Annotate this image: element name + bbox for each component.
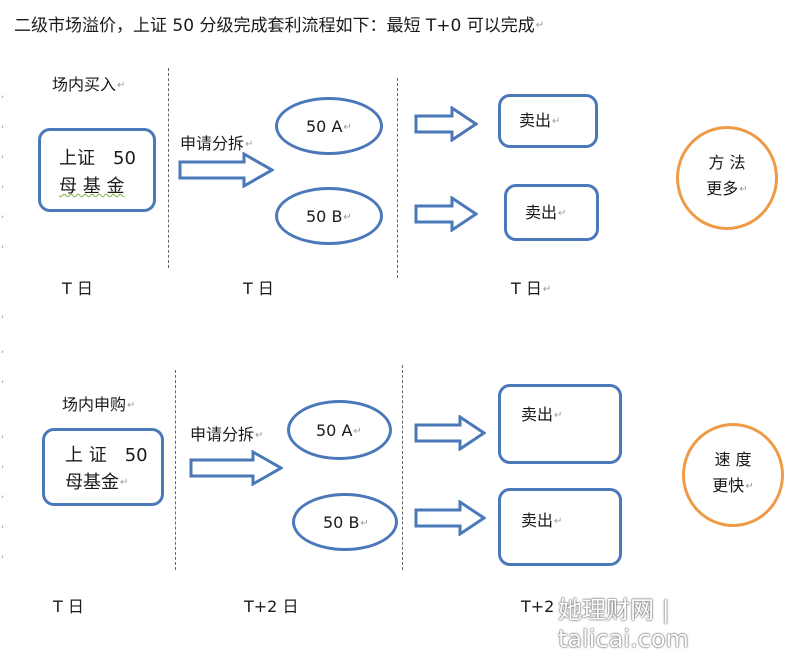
row2-day-label-3: T+2 [521, 597, 555, 616]
row2-divider-1 [175, 370, 176, 570]
margin-mark: , [1, 239, 5, 250]
row2-share-b-label: 50 B [323, 513, 360, 532]
row1-fund-line2: 母 基 金 [59, 176, 125, 197]
row2-fund-line1: 上 证 50 [65, 445, 148, 466]
paragraph-mark-icon: ↵ [535, 20, 545, 31]
row2-day-label-1: T 日 [53, 597, 84, 616]
row1-sell-a-label: 卖出 [519, 111, 552, 130]
row2-sell-a-label: 卖出 [521, 405, 554, 424]
row2-divider-2 [402, 365, 403, 570]
row1-day-label-2: T 日 [243, 279, 274, 298]
paragraph-mark-icon: ↵ [127, 399, 136, 411]
row2-fund-box: 上 证 50 母基金↵ [42, 428, 164, 506]
row1-sell-b-arrow [414, 196, 478, 232]
row2-note-line1: 速 度 [714, 450, 752, 469]
paragraph-mark-icon: ↵ [542, 283, 552, 295]
row1-sell-a-box: 卖出↵ [498, 94, 598, 148]
paragraph-mark-icon: ↵ [343, 121, 352, 133]
row1-sell-b-box: 卖出↵ [504, 184, 599, 241]
paragraph-mark-icon: ↵ [245, 138, 254, 150]
row2-day-label-2: T+2 日 [244, 597, 299, 616]
paragraph-mark-icon: ↵ [745, 480, 754, 492]
paragraph-mark-icon: ↵ [554, 409, 563, 421]
margin-mark: , [1, 459, 5, 470]
margin-mark: , [1, 89, 5, 100]
margin-mark: , [1, 309, 5, 320]
row1-day-label-3: T 日↵ [511, 279, 552, 298]
row2-split-label: 申请分拆↵ [190, 425, 264, 444]
row2-share-a-label: 50 A [316, 421, 353, 440]
row1-divider-1 [168, 68, 169, 268]
row1-sell-b-label: 卖出 [525, 203, 558, 222]
row2-sell-a-arrow [414, 415, 486, 451]
row2-note-circle: 速 度 更快↵ [682, 423, 784, 527]
row2-share-b-oval: 50 B↵ [292, 493, 398, 551]
paragraph-mark-icon: ↵ [552, 115, 561, 127]
row2-share-a-oval: 50 A↵ [287, 400, 392, 460]
row1-share-b-oval: 50 B↵ [275, 187, 383, 245]
paragraph-mark-icon: ↵ [255, 429, 264, 441]
margin-mark: , [1, 209, 5, 220]
paragraph-mark-icon: ↵ [117, 79, 126, 91]
row1-share-a-label: 50 A [306, 117, 343, 136]
row1-day-label-1: T 日 [62, 279, 93, 298]
paragraph-mark-icon: ↵ [343, 211, 352, 223]
margin-mark: , [1, 179, 5, 190]
margin-mark: , [1, 519, 5, 530]
row2-fund-line2: 母基金↵ [65, 472, 129, 493]
margin-mark: , [1, 149, 5, 160]
row1-note-line2: 更多↵ [706, 179, 748, 198]
row1-fund-box: 上证 50 母 基 金 [38, 128, 156, 212]
row1-sell-a-arrow [414, 106, 478, 142]
row2-split-arrow [189, 450, 283, 486]
row2-sell-a-box: 卖出↵ [498, 384, 622, 464]
paragraph-mark-icon: ↵ [360, 517, 369, 529]
row1-fund-line1: 上证 50 [59, 148, 136, 169]
row2-note-line2: 更快↵ [712, 476, 754, 495]
row2-sell-b-box: 卖出↵ [498, 488, 622, 566]
row1-divider-2 [397, 78, 398, 278]
margin-mark: , [1, 429, 5, 440]
row1-note-line1: 方 法 [708, 153, 746, 172]
row2-sell-b-label: 卖出 [521, 511, 554, 530]
row1-share-a-oval: 50 A↵ [275, 97, 383, 155]
row1-note-circle: 方 法 更多↵ [676, 126, 778, 230]
paragraph-mark-icon: ↵ [353, 425, 362, 437]
row1-section-label: 场内买入↵ [52, 75, 126, 94]
row1-share-b-label: 50 B [306, 207, 343, 226]
row2-sell-b-arrow [414, 500, 486, 536]
margin-mark: , [1, 489, 5, 500]
margin-mark: , [1, 119, 5, 130]
page-title: 二级市场溢价，上证 50 分级完成套利流程如下：最短 T+0 可以完成↵ [14, 16, 544, 36]
margin-mark: , [1, 374, 5, 385]
row2-section-label: 场内申购↵ [62, 395, 136, 414]
paragraph-mark-icon: ↵ [739, 183, 748, 195]
paragraph-mark-icon: ↵ [120, 477, 129, 488]
paragraph-mark-icon: ↵ [554, 515, 563, 527]
header-text: 二级市场溢价，上证 50 分级完成套利流程如下：最短 T+0 可以完成 [14, 16, 535, 36]
row1-split-label: 申请分拆↵ [180, 134, 254, 153]
margin-mark: , [1, 549, 5, 560]
margin-mark: , [1, 344, 5, 355]
paragraph-mark-icon: ↵ [558, 207, 567, 219]
row1-split-arrow [178, 152, 274, 188]
